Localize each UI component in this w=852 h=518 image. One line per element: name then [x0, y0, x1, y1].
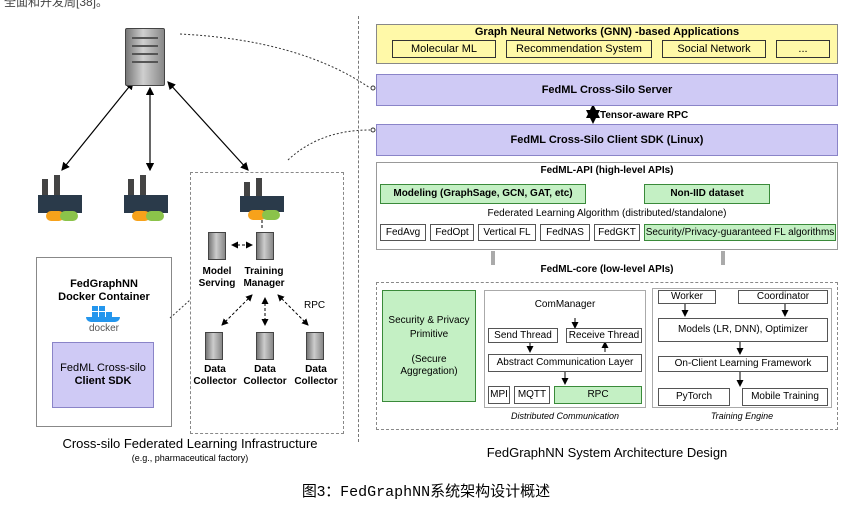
send-thread-box: Send Thread	[488, 328, 558, 343]
server-icon	[125, 28, 165, 86]
docker-label: docker	[88, 323, 119, 334]
right-caption: FedGraphNN System Architecture Design	[486, 445, 728, 460]
mqtt-box: MQTT	[514, 386, 550, 404]
mobile-training-box: Mobile Training	[742, 388, 828, 406]
rpc-box: RPC	[554, 386, 642, 404]
figure-caption: 图3：FedGraphNN系统架构设计概述	[0, 480, 852, 501]
distributed-comm-label: Distributed Communication	[510, 411, 620, 421]
fedml-core-box	[376, 282, 838, 430]
security-line: Primitive	[409, 328, 449, 340]
left-caption: Cross-silo Federated Learning Infrastruc…	[62, 436, 318, 451]
factory-internals-box	[190, 172, 344, 434]
gnn-apps-title: Graph Neural Networks (GNN) -based Appli…	[474, 26, 740, 38]
data-collector-label: Collector	[193, 376, 237, 387]
security-primitive-box: Security & Privacy Primitive (Secure Agg…	[382, 290, 476, 402]
data-collector-label: Data	[254, 364, 276, 375]
security-line: (Secure Aggregation)	[400, 354, 458, 377]
training-engine-label: Training Engine	[710, 411, 774, 421]
data-collector-label: Collector	[243, 376, 287, 387]
client-sdk-box: FedML Cross-Silo Client SDK (Linux)	[376, 124, 838, 156]
tensor-rpc-label: Tensor-aware RPC	[600, 110, 689, 121]
data-collector-label: Data	[305, 364, 327, 375]
divider	[358, 16, 359, 442]
fl-algo-title: Federated Learning Algorithm (distribute…	[487, 208, 727, 219]
client-sdk-line: FedML Cross-silo	[60, 362, 146, 375]
figure-caption-prefix: 图3：	[301, 483, 341, 500]
factory-icon	[240, 178, 288, 226]
figure-caption-suffix: 系统架构设计概述	[430, 483, 551, 500]
docker-container-box	[36, 257, 172, 427]
coordinator-box: Coordinator	[738, 290, 828, 304]
figure-caption-code: FedGraphNN	[340, 484, 431, 501]
docker-container-title: Docker Container	[58, 291, 150, 303]
model-serving-label: Model	[202, 266, 232, 277]
top-text: 全面和开发周[38]。	[4, 0, 109, 9]
fedml-api-box	[376, 162, 838, 250]
training-manager-label: Manager	[243, 278, 285, 289]
receive-thread-box: Receive Thread	[566, 328, 642, 343]
models-box: Models (LR, DNN), Optimizer	[658, 318, 828, 342]
server-icon	[256, 232, 274, 260]
algorithm-box: FedNAS	[540, 224, 590, 241]
server-icon	[306, 332, 324, 360]
data-collector-label: Collector	[294, 376, 338, 387]
server-icon	[205, 332, 223, 360]
pytorch-box: PyTorch	[658, 388, 730, 406]
abstract-comm-box: Abstract Communication Layer	[488, 354, 642, 372]
rpc-label: RPC	[304, 300, 326, 311]
docker-container-title: FedGraphNN	[70, 278, 138, 290]
app-item: Molecular ML	[392, 40, 496, 58]
factory-icon	[124, 175, 172, 227]
non-iid-box: Non-IID dataset	[644, 184, 770, 204]
client-sdk-line: Client SDK	[74, 375, 132, 387]
fedml-core-title: FedML-core (low-level APIs)	[540, 264, 674, 275]
algorithm-box: FedAvg	[380, 224, 426, 241]
distributed-comm-box	[484, 290, 646, 408]
security-line: Security & Privacy	[388, 315, 470, 326]
docker-icon	[86, 306, 122, 322]
left-caption-sub: (e.g., pharmaceutical factory)	[131, 453, 249, 463]
factory-icon	[38, 175, 86, 227]
algorithm-box: FedOpt	[430, 224, 474, 241]
app-item: Social Network	[662, 40, 766, 58]
model-serving-label: Serving	[198, 278, 236, 289]
server-icon	[208, 232, 226, 260]
data-collector-label: Data	[204, 364, 226, 375]
training-manager-label: Training	[244, 266, 284, 277]
fedml-api-title: FedML-API (high-level APIs)	[540, 165, 674, 176]
server-box: FedML Cross-Silo Server	[376, 74, 838, 106]
on-client-box: On-Client Learning Framework	[658, 356, 828, 372]
training-engine-box	[652, 288, 832, 408]
mpi-box: MPI	[488, 386, 510, 404]
com-manager-box: ComManager	[486, 292, 644, 318]
app-item: ...	[776, 40, 830, 58]
algorithm-box: FedGKT	[594, 224, 640, 241]
app-item: Recommendation System	[506, 40, 652, 58]
modeling-box: Modeling (GraphSage, GCN, GAT, etc)	[380, 184, 586, 204]
secure-algorithm-box: Security/Privacy-guaranteed FL algorithm…	[644, 224, 836, 241]
worker-box: Worker	[658, 290, 716, 304]
algorithm-box: Vertical FL	[478, 224, 536, 241]
server-icon	[256, 332, 274, 360]
client-sdk-box: FedML Cross-silo Client SDK	[52, 342, 154, 408]
